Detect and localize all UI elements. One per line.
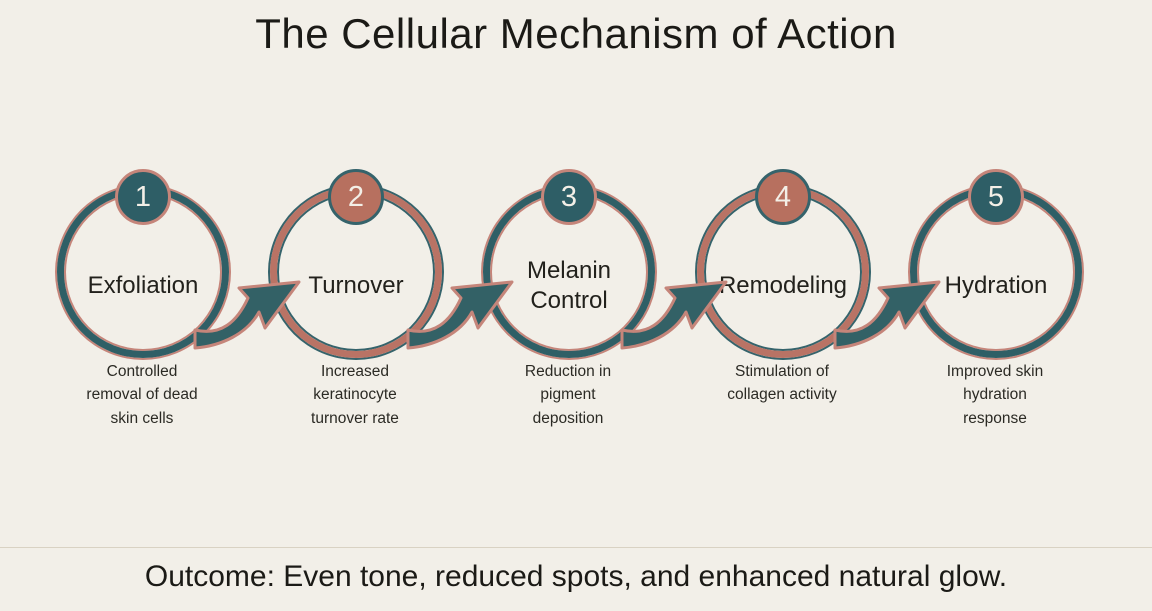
step-1-number-badge: 1 [115, 169, 171, 225]
step-5-number-badge: 5 [968, 169, 1024, 225]
page-title: The Cellular Mechanism of Action [255, 10, 897, 57]
step-1-label: Exfoliation [87, 272, 199, 299]
step-2: 2 Turnover [270, 169, 442, 358]
outcome-text: Outcome: Even tone, reduced spots, and e… [144, 560, 1008, 593]
step-4-caption: Stimulation of collagen activity [727, 363, 837, 404]
step-1: 1 Exfoliation [57, 169, 229, 358]
step-3-caption: Reduction in pigment deposition [524, 363, 612, 427]
step-3-number-badge: 3 [541, 169, 597, 225]
step-5-number: 5 [987, 180, 1005, 213]
step-3-label: Melanin Control [526, 257, 612, 314]
flow-arrow-3-icon [620, 280, 728, 350]
step-1-number: 1 [134, 180, 152, 213]
step-2-number: 2 [347, 180, 365, 213]
step-4-label: Remodeling [718, 272, 848, 299]
step-3-number: 3 [560, 180, 578, 213]
step-4-number: 4 [774, 180, 792, 213]
step-3: 3 Melanin Control [483, 169, 655, 358]
step-5-label: Hydration [944, 272, 1048, 299]
step-1-caption: Controlled removal of dead skin cells [86, 363, 198, 427]
step-4-number-badge: 4 [755, 169, 811, 225]
step-2-number-badge: 2 [328, 169, 384, 225]
step-2-caption: Increased keratinocyte turnover rate [311, 363, 399, 427]
step-5: 5 Hydration [910, 169, 1082, 358]
flow-arrow-4-icon [833, 280, 941, 350]
flow-arrow-1-icon [193, 280, 301, 350]
flow-arrow-2-icon [406, 280, 514, 350]
step-2-label: Turnover [308, 272, 404, 299]
divider-line [0, 547, 1152, 548]
step-4: 4 Remodeling [697, 169, 869, 358]
step-5-caption: Improved skin hydration response [946, 363, 1044, 427]
